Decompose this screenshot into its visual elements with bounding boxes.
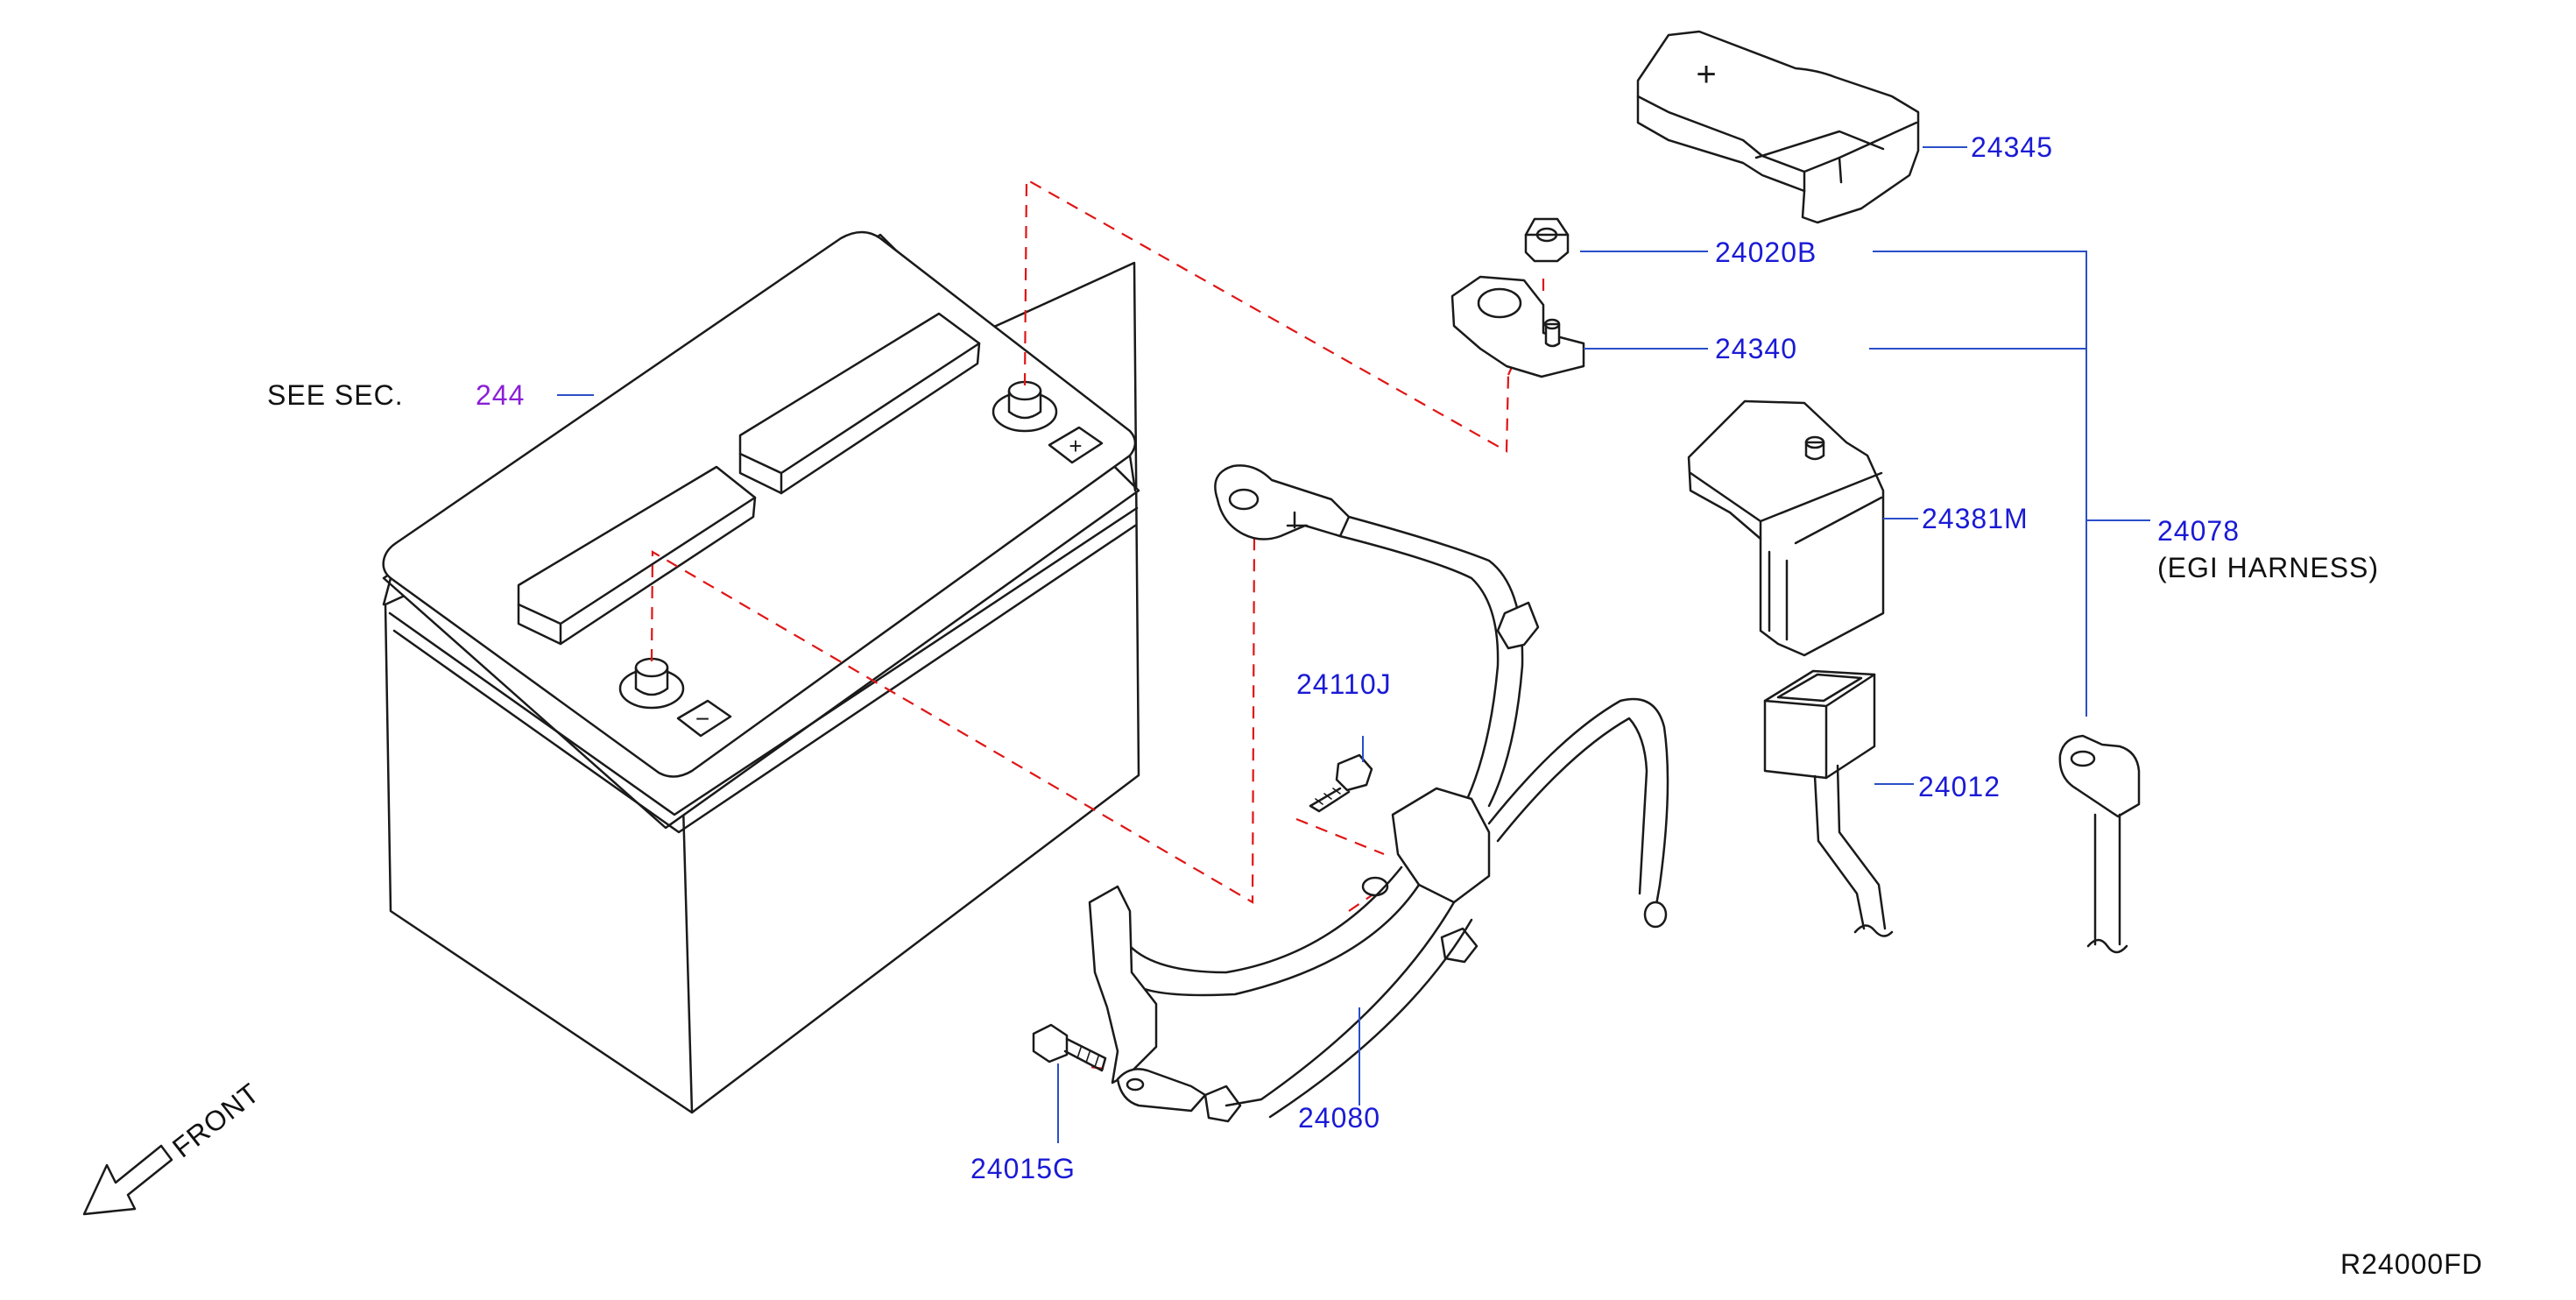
- bolt-24110J: [1309, 753, 1373, 813]
- cable-run-c: [1487, 697, 1669, 922]
- leader-lines: [557, 146, 2150, 1143]
- connector-wire: [1813, 764, 1887, 930]
- see-section-prefix: SEE SEC.: [267, 379, 404, 411]
- part-24020B[interactable]: 24020B: [1715, 237, 1817, 268]
- battery: − +: [382, 230, 1140, 1114]
- clamp-body: [1450, 275, 1585, 378]
- bolt-24110J-shank: [1309, 787, 1351, 813]
- cable-loop-c: [1224, 901, 1456, 1107]
- cover-plus-mark: +: [1696, 55, 1716, 94]
- front-arrow-icon: [82, 1144, 173, 1216]
- cover-detail: [1754, 130, 1885, 193]
- harness-wire: [2093, 813, 2121, 946]
- connector-slot: [1776, 673, 1863, 703]
- vent-cap-rear: [738, 312, 981, 495]
- part-24381M[interactable]: 24381M: [1922, 503, 2029, 534]
- harness-lug: [2058, 734, 2141, 818]
- fusible-link-block: [1687, 399, 1885, 657]
- part-24110J[interactable]: 24110J: [1296, 668, 1392, 700]
- terminal-clamp: [1450, 275, 1585, 378]
- fuse-block-ribs: [1768, 550, 1789, 641]
- clamp-ring: [1477, 287, 1522, 319]
- terminal-nut: [1524, 217, 1570, 263]
- positive-mark: +: [1069, 433, 1082, 459]
- cable-run-a: [1347, 515, 1524, 808]
- cable-loop-d: [1268, 918, 1473, 1119]
- hidden-line-negative: [650, 533, 1256, 904]
- negative-mark: −: [695, 705, 709, 732]
- bolt-24015G-thread: [1076, 1047, 1099, 1068]
- cable-clip-3: [1203, 1085, 1242, 1123]
- cable-loop-b: [1128, 883, 1421, 997]
- clamp-stud-top: [1543, 318, 1561, 330]
- cover-body: [1636, 30, 1920, 224]
- cable-ring-hole: [1228, 488, 1260, 511]
- bolt-24015G: [1032, 1023, 1107, 1072]
- fuse-block-body: [1687, 399, 1885, 657]
- battery-rim-line-2: [392, 524, 1137, 834]
- part-24012[interactable]: 24012: [1918, 771, 2001, 802]
- battery-case-edge: [681, 804, 694, 1114]
- bolt-24015G-head: [1032, 1023, 1069, 1063]
- vent-cap-rear-edge: [738, 342, 981, 495]
- ground-strap-hole: [1126, 1077, 1145, 1092]
- connector-body: [1763, 669, 1876, 780]
- connector-edges: [1763, 673, 1876, 780]
- terminal-cover: +: [1636, 30, 1920, 224]
- harness-connector: [1763, 669, 1894, 937]
- cable-junction-clip: [1391, 787, 1491, 904]
- clamp-stud: [1544, 322, 1561, 348]
- drawing-code: R24000FD: [2340, 1248, 2483, 1280]
- cable-ring-terminal: [1214, 464, 1351, 540]
- vent-cap-front: [517, 465, 757, 646]
- harness-lug-hole: [2070, 750, 2096, 767]
- part-24015G[interactable]: 24015G: [970, 1153, 1076, 1184]
- cable-clip-1: [1496, 601, 1540, 650]
- part-24080[interactable]: 24080: [1298, 1102, 1380, 1134]
- battery-lid-edge: [382, 454, 1137, 606]
- part-24078[interactable]: 24078: [2157, 515, 2240, 547]
- front-arrow: [82, 1144, 173, 1216]
- part-24345[interactable]: 24345: [1971, 131, 2053, 163]
- bolt-24110J-head: [1335, 753, 1373, 792]
- cable-run-d: [1496, 717, 1648, 895]
- connector-wire-break: [1853, 924, 1894, 937]
- vent-cap-front-edge: [517, 496, 757, 646]
- harness-wire-break: [2086, 938, 2128, 954]
- battery-cable: [1088, 464, 1669, 1123]
- hidden-line-bolt: [1295, 817, 1385, 856]
- cable-loop-a: [1119, 865, 1403, 974]
- bolt-24015G-shank: [1063, 1037, 1107, 1072]
- positive-mark-box: [1048, 426, 1104, 464]
- egi-harness-terminal: [2058, 734, 2141, 954]
- cable-ring-bolt: [1286, 511, 1309, 529]
- fuse-block-edges: [1689, 471, 1883, 545]
- part-24078-note: (EGI HARNESS): [2157, 552, 2380, 583]
- cable-run-b: [1338, 534, 1500, 799]
- fuse-block-stud-top: [1804, 435, 1825, 449]
- leader-24078: [1869, 251, 2150, 717]
- bolt-24110J-thread: [1315, 788, 1341, 805]
- negative-mark-box: [676, 699, 732, 738]
- ground-strap: [1088, 885, 1158, 1085]
- part-24340[interactable]: 24340: [1715, 333, 1797, 364]
- see-section-number[interactable]: 244: [476, 379, 526, 411]
- battery-rim-line: [388, 506, 1139, 816]
- cable-end-lug: [1643, 901, 1668, 929]
